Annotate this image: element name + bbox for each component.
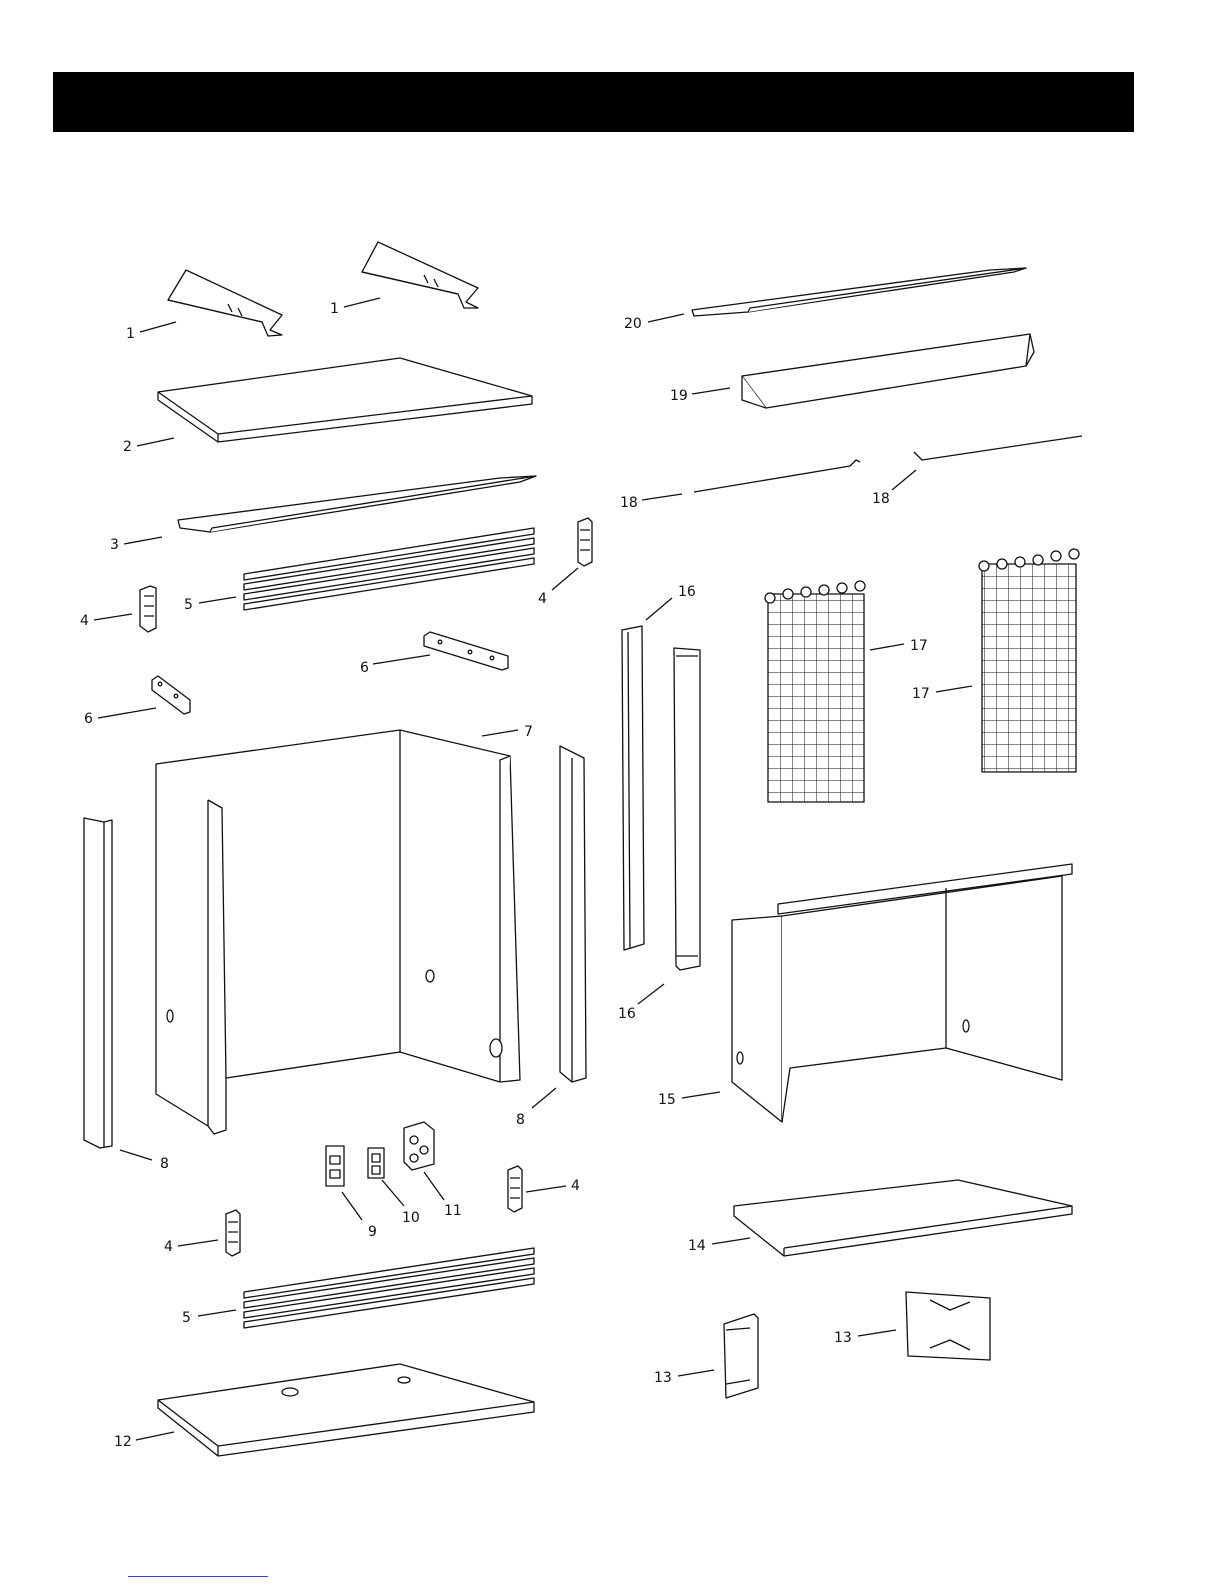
callout-1b: 1 xyxy=(330,301,339,317)
part-6-bracket-right xyxy=(424,632,508,670)
part-5-rails-lower xyxy=(244,1248,534,1328)
callout-16b: 16 xyxy=(618,1006,636,1022)
callout-11: 11 xyxy=(444,1203,462,1219)
part-15-outer-casing xyxy=(732,864,1072,1122)
callout-4c: 4 xyxy=(571,1178,580,1194)
callout-17b: 17 xyxy=(912,686,930,702)
part-18-rod-left xyxy=(694,460,860,492)
callout-7: 7 xyxy=(524,724,533,740)
part-2-top-panel xyxy=(158,358,532,442)
part-19-hood xyxy=(742,334,1034,408)
callout-2: 2 xyxy=(123,439,132,455)
part-13-clip-left xyxy=(724,1314,758,1398)
part-12-base-pan xyxy=(158,1364,534,1456)
part-10-receptacle xyxy=(368,1148,384,1178)
callout-18a: 18 xyxy=(620,495,638,511)
part-16-channel-right xyxy=(674,648,700,970)
callout-13b: 13 xyxy=(834,1330,852,1346)
part-4-clip-b xyxy=(578,518,592,566)
callout-3: 3 xyxy=(110,537,119,553)
part-3-wedge xyxy=(178,476,536,532)
callout-20: 20 xyxy=(624,316,642,332)
part-18-rod-right xyxy=(914,436,1082,460)
callout-6b: 6 xyxy=(84,711,93,727)
part-20-wedge xyxy=(692,268,1026,316)
callout-5b: 5 xyxy=(182,1310,191,1326)
part-4-clip-a xyxy=(140,586,156,632)
callout-10: 10 xyxy=(402,1210,420,1226)
callout-6a: 6 xyxy=(360,660,369,676)
callout-9: 9 xyxy=(368,1224,377,1240)
callout-19: 19 xyxy=(670,388,688,404)
callout-5a: 5 xyxy=(184,597,193,613)
part-4-clip-d xyxy=(226,1210,240,1256)
part-11-junction-box xyxy=(404,1122,434,1170)
callout-18b: 18 xyxy=(872,491,890,507)
part-4-clip-c xyxy=(508,1166,522,1212)
callout-8b: 8 xyxy=(516,1112,525,1128)
part-17-mesh-left xyxy=(765,581,865,802)
callout-15: 15 xyxy=(658,1092,676,1108)
callout-4d: 4 xyxy=(164,1239,173,1255)
callout-8a: 8 xyxy=(160,1156,169,1172)
part-1-bracket-left xyxy=(168,270,282,336)
callout-16a: 16 xyxy=(678,584,696,600)
part-17-mesh-right xyxy=(979,549,1079,772)
callout-12: 12 xyxy=(114,1434,132,1450)
callout-17a: 17 xyxy=(910,638,928,654)
callout-14: 14 xyxy=(688,1238,706,1254)
part-14-floor-plate xyxy=(734,1180,1072,1256)
callout-1a: 1 xyxy=(126,326,135,342)
part-8-channel-right xyxy=(560,746,586,1082)
callout-4a: 4 xyxy=(80,613,89,629)
part-8-channel-left xyxy=(84,818,112,1148)
part-13-clip-right xyxy=(906,1292,990,1360)
footer-underline xyxy=(128,1576,268,1577)
part-9-receptacle-plate xyxy=(326,1146,344,1186)
part-16-channel-left xyxy=(622,626,644,950)
part-5-rails-upper xyxy=(244,528,534,610)
part-7-firebox-walls xyxy=(156,730,520,1134)
callout-13a: 13 xyxy=(654,1370,672,1386)
callout-4b: 4 xyxy=(538,591,547,607)
part-6-bracket-left xyxy=(152,676,190,714)
